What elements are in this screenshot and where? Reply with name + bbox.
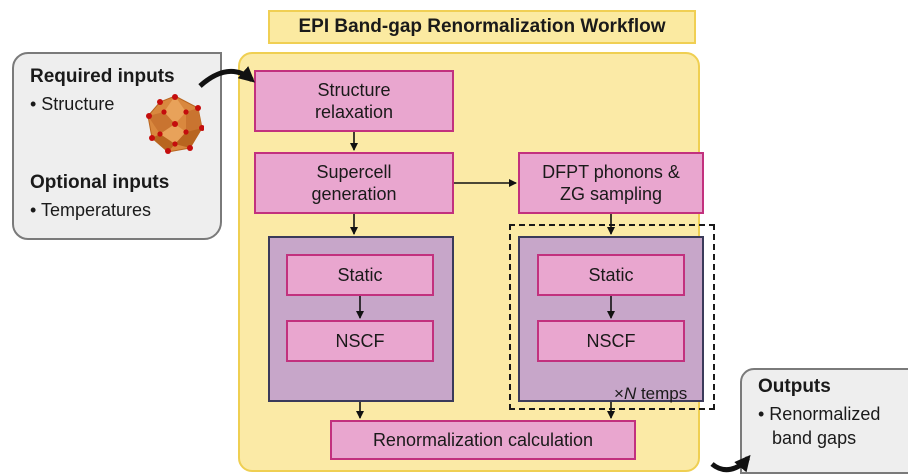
arrow-inputs-to-workflow	[198, 66, 256, 88]
required-inputs-heading: Required inputs	[30, 66, 175, 87]
optional-inputs-heading: Optional inputs	[30, 172, 170, 193]
loop-prefix: ×	[614, 384, 624, 403]
step-dfpt-phonons-label: DFPT phonons & ZG sampling	[542, 161, 680, 205]
step-nscf-left-label: NSCF	[335, 330, 385, 351]
step-static-right-label: Static	[588, 264, 634, 285]
step-static-left: Static	[286, 254, 434, 296]
step-structure-relaxation: Structure relaxation	[254, 70, 454, 132]
loop-variable: N	[623, 384, 637, 403]
loop-count-label: ×N temps	[614, 384, 687, 404]
arrow-workflow-to-outputs	[710, 454, 751, 473]
step-nscf-right-label: NSCF	[586, 330, 636, 351]
step-nscf-left: NSCF	[286, 320, 434, 362]
output-band-gaps: band gaps	[772, 428, 857, 448]
inputs-box: Required inputs • Structure Optional inp…	[12, 52, 222, 240]
loop-suffix: temps	[636, 384, 688, 403]
outputs-heading: Outputs	[758, 376, 831, 397]
optional-input-temperatures: • Temperatures	[30, 200, 152, 220]
outputs-box: Outputs • Renormalized band gaps	[740, 368, 908, 474]
required-input-structure: • Structure	[30, 94, 115, 114]
step-nscf-right: NSCF	[537, 320, 685, 362]
step-renormalization: Renormalization calculation	[330, 420, 636, 460]
temperature-loop-boundary	[509, 224, 715, 410]
step-supercell-generation-label: Supercell generation	[311, 161, 397, 205]
step-static-left-label: Static	[337, 264, 383, 285]
step-supercell-generation: Supercell generation	[254, 152, 454, 214]
crystal-structure-icon	[146, 94, 204, 154]
step-static-right: Static	[537, 254, 685, 296]
step-structure-relaxation-label: Structure relaxation	[314, 79, 394, 123]
step-renormalization-label: Renormalization calculation	[372, 429, 594, 450]
output-renormalized: • Renormalized	[758, 404, 881, 424]
workflow-title: EPI Band-gap Renormalization Workflow	[268, 10, 696, 44]
step-dfpt-phonons: DFPT phonons & ZG sampling	[518, 152, 704, 214]
